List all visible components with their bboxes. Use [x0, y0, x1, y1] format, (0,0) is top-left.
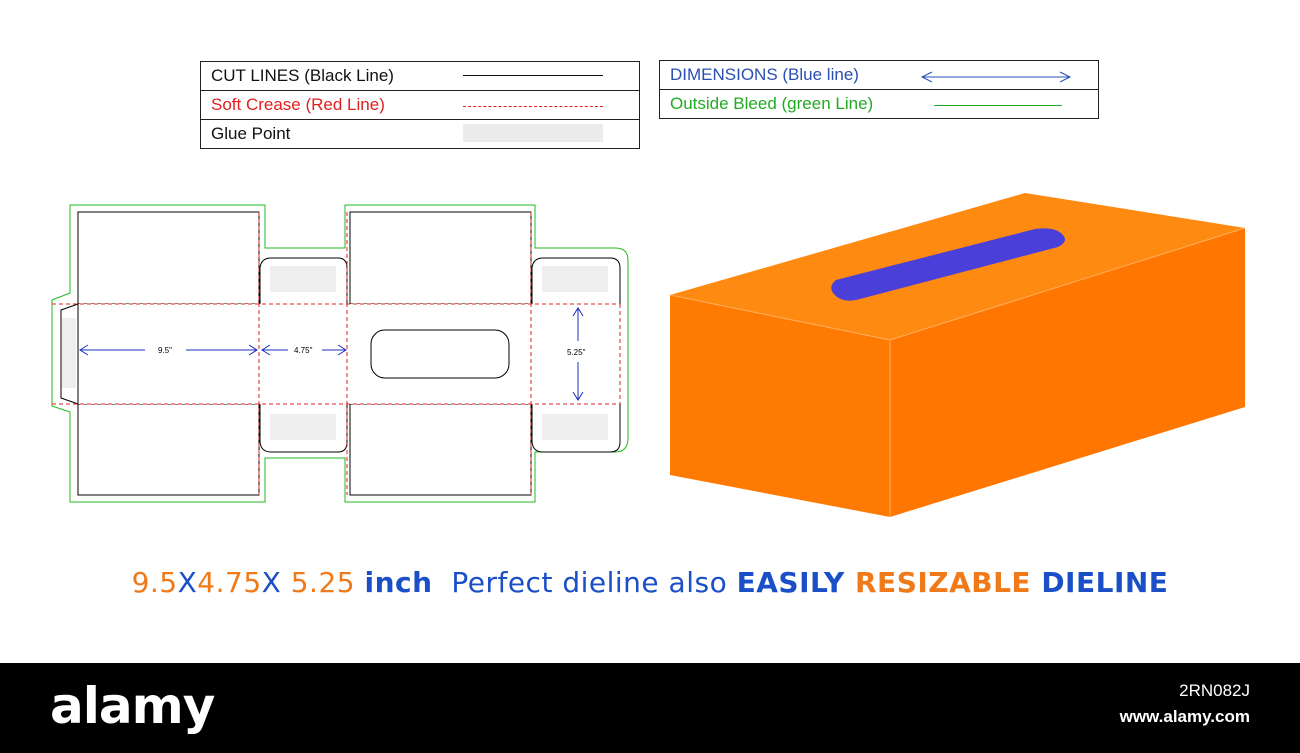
tissue-opening-cutout [370, 329, 510, 379]
legend-label-cut: CUT LINES (Black Line) [200, 61, 451, 91]
legend-right: DIMENSIONS (Blue line) Outside Bleed (gr… [659, 60, 1099, 119]
image-id: 2RN082J [1179, 681, 1250, 700]
footer-bar: alamy 2RN082J www.alamy.com [0, 663, 1300, 753]
legend-row-glue: Glue Point [200, 119, 640, 149]
bleed-line-sample [910, 89, 1099, 119]
legend-label-glue: Glue Point [200, 119, 451, 149]
legend-row-bleed: Outside Bleed (green Line) [659, 89, 1099, 119]
dimension-width-label: 4.75" [294, 346, 313, 355]
panel-top-left [77, 211, 260, 305]
bleed-outline [51, 204, 629, 503]
legend-row-crease: Soft Crease (Red Line) [200, 90, 640, 120]
brand-logo: alamy [50, 677, 215, 735]
crease-lines [52, 212, 621, 495]
tagline-part-7: Perfect dieline also [432, 566, 737, 599]
box-front-face [670, 295, 890, 517]
legend-row-dimensions: DIMENSIONS (Blue line) [659, 60, 1099, 90]
legend-label-bleed: Outside Bleed (green Line) [659, 89, 910, 119]
tissue-opening [831, 228, 1065, 301]
glue-area-top-center [270, 266, 336, 292]
dimension-arrows [79, 307, 584, 401]
legend-label-crease: Soft Crease (Red Line) [200, 90, 451, 120]
panel-bottom-left [77, 403, 260, 496]
glue-area-bottom-right [542, 414, 608, 440]
tagline-part-5: 5.25 [290, 566, 365, 599]
panel-top-right [349, 211, 532, 305]
cut-line-sample [451, 61, 640, 91]
legend-row-cut: CUT LINES (Black Line) [200, 61, 640, 91]
legend-label-dimensions: DIMENSIONS (Blue line) [659, 60, 910, 90]
tagline-part-9: RESIZABLE [855, 566, 1042, 599]
tagline-part-6: inch [364, 566, 433, 599]
tissue-box-3d [669, 193, 1246, 517]
dimension-line-sample [910, 60, 1099, 90]
tagline: 9.5X4.75X 5.25 inch Perfect dieline also… [0, 566, 1300, 599]
panel-bottom-right [349, 403, 532, 496]
tagline-part-2: X [177, 566, 198, 599]
site-url: www.alamy.com [1119, 707, 1250, 726]
legend-left: CUT LINES (Black Line) Soft Crease (Red … [200, 61, 640, 149]
double-arrow-icon [920, 71, 1072, 83]
glue-area-flap [62, 318, 76, 388]
tagline-part-8: EASILY [736, 566, 855, 599]
tagline-part-10: DIELINE [1041, 566, 1169, 599]
tagline-part-3: 4.75 [197, 566, 262, 599]
tagline-part-4: X [261, 566, 291, 599]
dimension-length-label: 9.5" [158, 346, 172, 355]
glue-area-top-right [542, 266, 608, 292]
crease-line-sample [451, 90, 640, 120]
glue-point-sample [451, 119, 640, 149]
panel-body [78, 304, 620, 404]
dieline-diagram: 9.5" 4.75" 5.25" [51, 204, 629, 503]
tagline-part-1: 9.5 [131, 566, 178, 599]
glue-flap [60, 303, 79, 405]
glue-area-bottom-center [270, 414, 336, 440]
dimension-height-label: 5.25" [567, 348, 586, 357]
box-side-face [890, 228, 1245, 517]
